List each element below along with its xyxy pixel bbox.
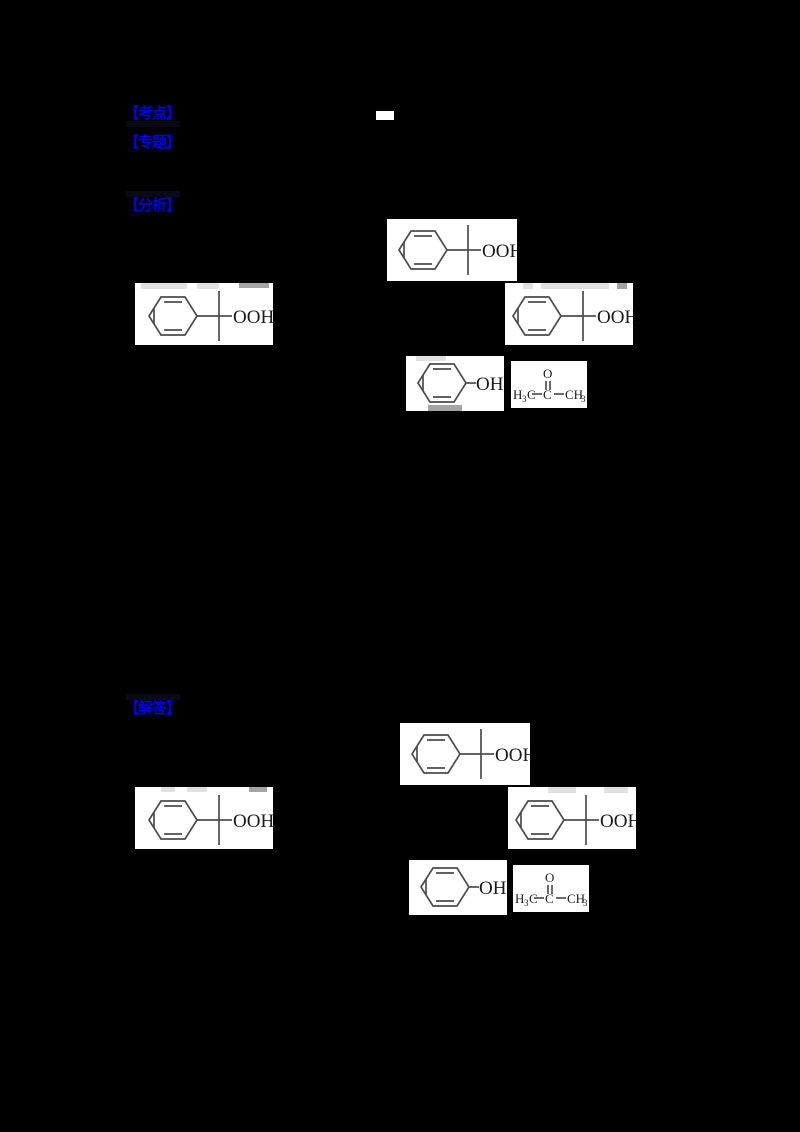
structure-cumene-hydroperoxide-bot-mid: OOH: [398, 723, 530, 785]
label-ooh: OOH: [482, 241, 517, 262]
scan-smudge: [428, 405, 462, 411]
cumene-hydroperoxide-drawing: OOH: [514, 795, 636, 845]
scan-smudge: [604, 787, 628, 793]
section-label-jieda-text: 【解答】: [124, 699, 181, 717]
label-carbonyl-c: C: [545, 891, 554, 906]
scan-smudge: [161, 787, 175, 792]
label-methyl-right-sub: 3: [583, 898, 588, 908]
scan-smudge: [548, 787, 576, 793]
label-ooh: OOH: [233, 307, 273, 328]
label-ooh: OOH: [495, 745, 530, 766]
scan-smudge: [239, 283, 269, 288]
scan-edge: [385, 219, 387, 281]
scan-artifact: [126, 694, 180, 700]
label-ooh: OOH: [233, 811, 273, 832]
section-label-jieda: 【解答】: [124, 694, 181, 717]
section-label-zhuanti: 【专题】: [124, 133, 181, 151]
phenol-drawing: OH: [419, 867, 507, 907]
cumene-hydroperoxide-drawing: OOH: [147, 291, 273, 341]
structure-cumene-hydroperoxide-top-left: OOH: [135, 283, 273, 345]
section-label-kaodian: 【考点】: [124, 104, 181, 127]
label-methyl-left: H: [513, 387, 522, 402]
scan-smudge: [523, 283, 533, 289]
scan-smudge: [197, 283, 219, 289]
label-methyl-left-c: C: [529, 891, 538, 906]
acetone-drawing: O H 3 C C CH 3: [515, 870, 588, 908]
section-label-fenxi-text: 【分析】: [124, 196, 181, 214]
label-methyl-right: CH: [567, 891, 585, 906]
cumene-hydroperoxide-drawing: OOH: [511, 291, 633, 341]
structure-acetone-top: O H 3 C C CH 3: [511, 361, 587, 408]
section-label-kaodian-text: 【考点】: [124, 104, 181, 122]
scan-smudge: [187, 787, 207, 792]
label-oh: OH: [479, 878, 507, 899]
structure-cumene-hydroperoxide-bot-left: OOH: [135, 787, 273, 849]
scan-smudge: [249, 787, 267, 792]
structure-cumene-hydroperoxide-bot-right: OOH: [508, 787, 636, 849]
phenol-drawing: OH: [416, 363, 504, 403]
label-methyl-right: CH: [565, 387, 583, 402]
cumene-hydroperoxide-drawing: OOH: [410, 729, 530, 779]
label-oxygen: O: [543, 366, 552, 381]
label-methyl-left-sub: 3: [524, 898, 529, 908]
label-methyl-left-sub: 3: [522, 394, 527, 404]
structure-phenol-bot: OH: [409, 860, 507, 915]
label-methyl-left: H: [515, 891, 524, 906]
structure-phenol-top: OH: [406, 356, 504, 411]
label-oh: OH: [476, 374, 504, 395]
label-carbonyl-c: C: [543, 387, 552, 402]
structure-cumene-hydroperoxide-top-mid: OOH: [385, 219, 517, 281]
scan-artifact: [126, 121, 180, 127]
section-label-fenxi: 【分析】: [124, 191, 181, 214]
acetone-drawing: O H 3 C C CH 3: [513, 366, 586, 404]
label-oxygen: O: [545, 870, 554, 885]
scan-smudge: [541, 283, 609, 289]
section-label-zhuanti-text: 【专题】: [124, 133, 181, 151]
cumene-hydroperoxide-drawing: OOH: [147, 795, 273, 845]
label-ooh: OOH: [600, 811, 636, 832]
structure-cumene-hydroperoxide-top-right: OOH: [505, 283, 633, 345]
label-methyl-right-sub: 3: [581, 394, 586, 404]
cumene-hydroperoxide-drawing: OOH: [397, 225, 517, 275]
structure-acetone-bot: O H 3 C C CH 3: [513, 865, 589, 912]
scan-smudge: [141, 283, 187, 289]
label-ooh: OOH: [597, 307, 633, 328]
blank-marker: [376, 111, 394, 120]
scan-edge: [398, 723, 400, 785]
scan-smudge: [416, 356, 446, 361]
scan-artifact: [126, 191, 180, 197]
label-methyl-left-c: C: [527, 387, 536, 402]
scan-smudge: [617, 283, 627, 289]
